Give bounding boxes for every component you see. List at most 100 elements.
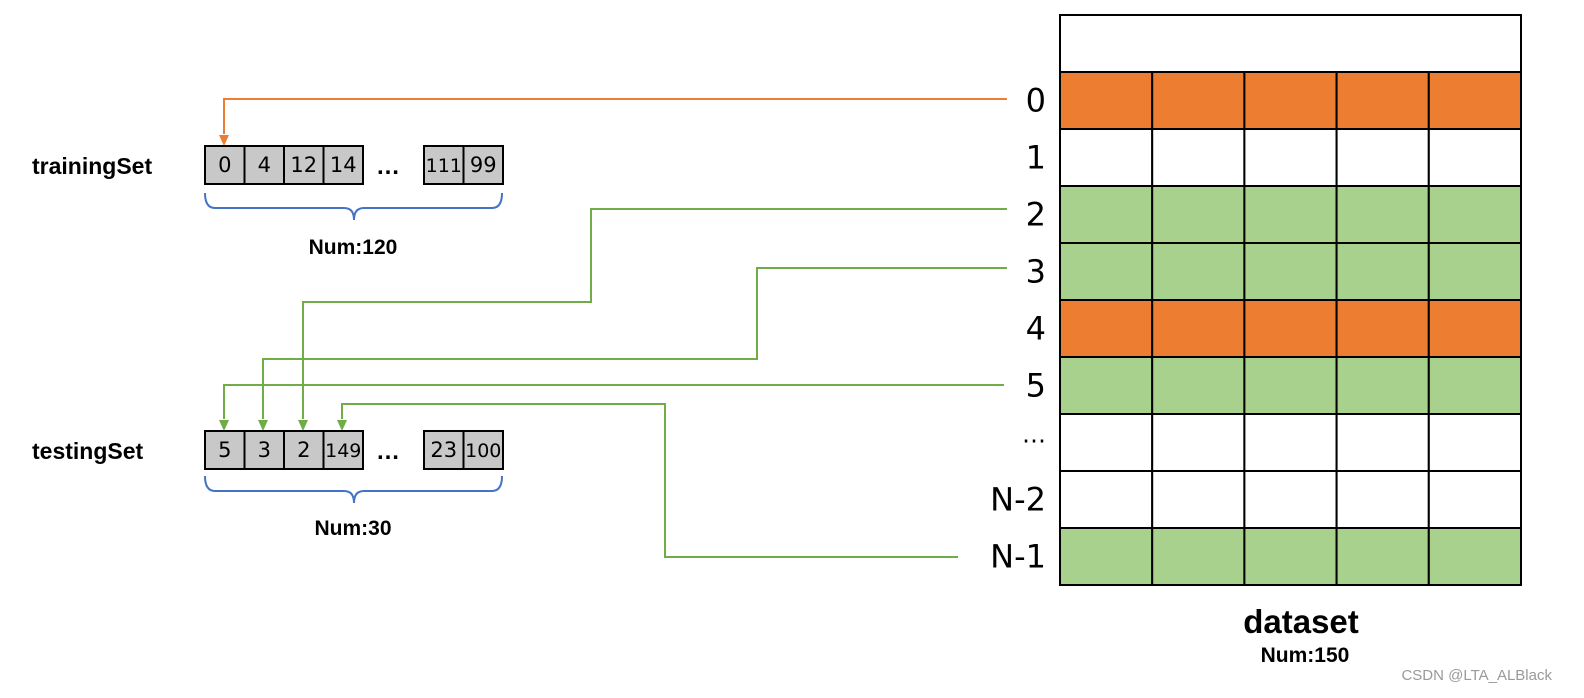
dataset-cell <box>1427 527 1523 586</box>
dataset-cell <box>1335 71 1430 130</box>
testing-set-cell-value: 2 <box>297 438 310 462</box>
dataset-cell <box>1151 242 1246 301</box>
training-set-cell <box>322 145 364 185</box>
dataset-row-label: 3 <box>1026 253 1046 291</box>
dataset-cell <box>1059 356 1154 415</box>
dataset-row-label: … <box>1022 421 1046 449</box>
dataset-cell <box>1243 185 1338 244</box>
testing-set-count: Num:30 <box>314 517 391 540</box>
test-arrowhead-row-n-1 <box>337 420 347 431</box>
dataset-cell <box>1335 470 1430 529</box>
dataset-cell <box>1243 356 1338 415</box>
dataset-cell <box>1427 299 1523 358</box>
testing-set-cell-value: 5 <box>218 438 231 462</box>
dataset-cell <box>1151 185 1246 244</box>
training-set-brace <box>204 192 503 221</box>
dataset-cell <box>1243 527 1338 586</box>
dataset-cell <box>1151 356 1246 415</box>
training-set-cell-value: 4 <box>258 153 271 177</box>
dataset-row-label: N-1 <box>990 538 1046 576</box>
testing-set-cell <box>322 430 364 470</box>
training-set-cell-value: 111 <box>426 155 462 177</box>
training-set-cell <box>423 145 465 185</box>
dataset-cell <box>1059 128 1154 187</box>
watermark-text: CSDN @LTA_ALBlack <box>1401 667 1552 684</box>
training-set-count: Num:120 <box>309 236 398 259</box>
testing-set-cell-value: 23 <box>430 438 457 462</box>
testing-set-group: testingSet 5 3 2 149 23 100 … Num:30 <box>32 430 504 540</box>
dataset-cell <box>1059 527 1154 586</box>
training-set-cell-value: 0 <box>218 153 231 177</box>
test-connector-row-5 <box>223 384 1004 419</box>
training-set-cell <box>283 145 325 185</box>
dataset-row-label: 2 <box>1026 196 1046 234</box>
dataset-header-row <box>1059 14 1522 73</box>
testing-set-cell-value: 3 <box>258 438 271 462</box>
dataset-cell <box>1151 470 1246 529</box>
dataset-row-label: 1 <box>1026 139 1046 177</box>
testing-set-cell-value: 100 <box>465 440 501 462</box>
dataset-cell <box>1335 527 1430 586</box>
dataset-cell <box>1427 128 1523 187</box>
dataset-cell <box>1059 185 1154 244</box>
dataset-cell <box>1427 356 1523 415</box>
dataset-cell <box>1059 71 1154 130</box>
testing-set-cell <box>462 430 504 470</box>
dataset-cell <box>1059 299 1154 358</box>
testing-set-cell <box>243 430 285 470</box>
dataset-cell <box>1151 128 1246 187</box>
testing-set-cells: 5 3 2 149 23 100 <box>204 430 504 470</box>
dataset-cell <box>1243 470 1338 529</box>
training-set-cell-value: 14 <box>330 153 357 177</box>
testing-set-ellipsis: … <box>376 438 400 465</box>
training-set-cell-value: 12 <box>290 153 317 177</box>
dataset-row-label: 4 <box>1026 310 1046 348</box>
dataset-cell <box>1427 185 1523 244</box>
train-arrowhead-row-0 <box>219 135 229 146</box>
dataset-cell <box>1243 242 1338 301</box>
dataset-cell <box>1059 242 1154 301</box>
dataset-cell <box>1335 128 1430 187</box>
testing-set-cell <box>283 430 325 470</box>
dataset-cell <box>1059 413 1154 472</box>
train-connector-row-0 <box>223 98 1007 134</box>
dataset-cell <box>1243 71 1338 130</box>
dataset-count: Num:150 <box>1261 644 1350 667</box>
dataset-row-label: 5 <box>1026 367 1046 405</box>
testing-set-cell-value: 149 <box>325 440 361 462</box>
dataset-title: dataset <box>1243 603 1359 640</box>
training-set-cell <box>462 145 504 185</box>
dataset-cell <box>1335 413 1430 472</box>
dataset-cell <box>1243 299 1338 358</box>
dataset-cell <box>1059 470 1154 529</box>
test-arrowhead-row-3 <box>258 420 268 431</box>
dataset-cell <box>1335 356 1430 415</box>
dataset-table: 0 1 2 3 4 5 … N-2N-1 dataset Num:150 <box>990 14 1523 667</box>
dataset-cell <box>1335 299 1430 358</box>
training-set-cell-value: 99 <box>470 153 497 177</box>
dataset-cell <box>1151 527 1246 586</box>
dataset-cell <box>1243 128 1338 187</box>
dataset-cell <box>1427 413 1523 472</box>
dataset-rows: 0 1 2 3 4 5 … N-2N-1 <box>990 14 1523 586</box>
dataset-row-label: 0 <box>1026 82 1046 120</box>
dataset-cell <box>1335 242 1430 301</box>
training-set-ellipsis: … <box>376 153 400 180</box>
dataset-cell <box>1335 185 1430 244</box>
testing-set-cell <box>423 430 465 470</box>
connectors <box>219 98 1007 558</box>
training-set-cell <box>243 145 285 185</box>
dataset-cell <box>1427 71 1523 130</box>
dataset-cell <box>1151 71 1246 130</box>
dataset-cell <box>1427 242 1523 301</box>
dataset-cell <box>1427 470 1523 529</box>
testing-set-brace <box>204 475 503 504</box>
dataset-cell <box>1243 413 1338 472</box>
test-connector-row-3 <box>262 267 1007 419</box>
dataset-row-label: N-2 <box>990 481 1046 519</box>
testing-set-cell <box>204 430 246 470</box>
testing-set-label: testingSet <box>32 438 144 464</box>
test-arrowhead-row-2 <box>298 420 308 431</box>
